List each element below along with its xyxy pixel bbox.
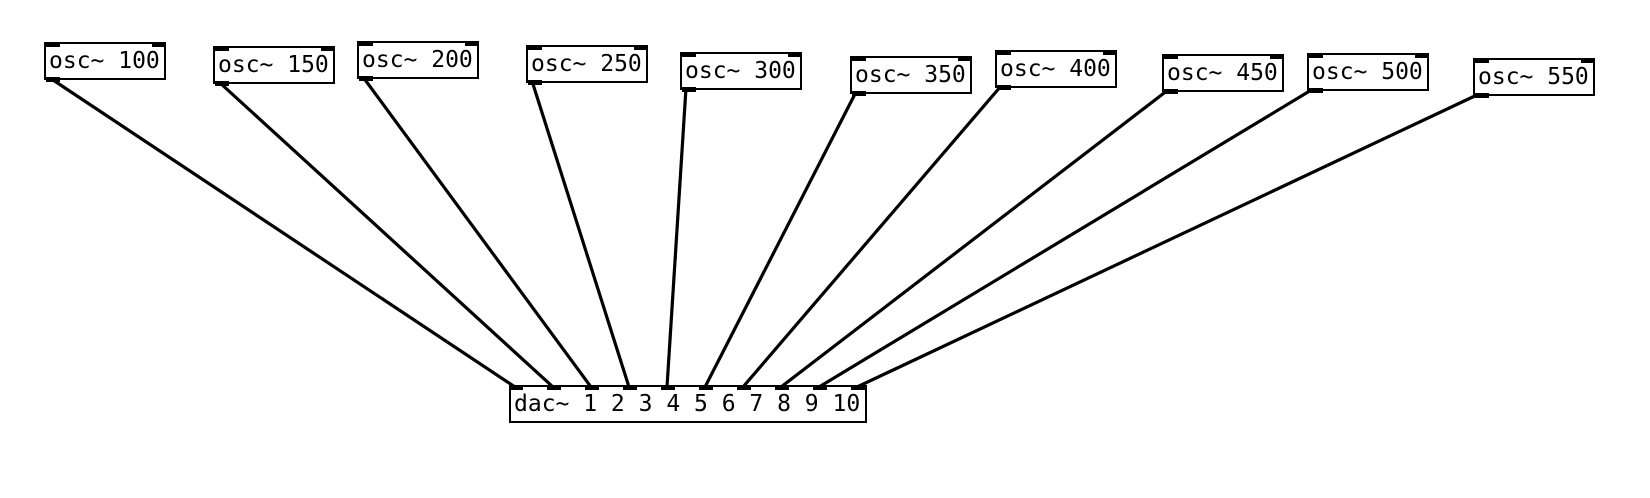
patch-cord[interactable]	[741, 84, 1003, 389]
outlet[interactable]	[997, 85, 1011, 90]
outlet[interactable]	[46, 77, 60, 82]
inlet[interactable]	[1309, 53, 1323, 58]
osc-object[interactable]: osc~ 450	[1162, 54, 1284, 94]
osc-object[interactable]: osc~ 200	[357, 41, 479, 81]
patch-cord[interactable]	[856, 92, 1480, 389]
dac-inlet[interactable]	[775, 385, 789, 390]
osc-object[interactable]: osc~ 400	[995, 50, 1117, 90]
osc-object-label: osc~ 350	[855, 62, 966, 88]
dac-inlet[interactable]	[623, 385, 637, 390]
osc-object-label: osc~ 300	[685, 58, 796, 84]
inlet[interactable]	[1581, 58, 1595, 63]
inlet[interactable]	[997, 50, 1011, 55]
inlet[interactable]	[1164, 54, 1178, 59]
outlet[interactable]	[682, 87, 696, 92]
dac-inlet[interactable]	[585, 385, 599, 390]
osc-object[interactable]: osc~ 300	[680, 52, 802, 92]
osc-object[interactable]: osc~ 100	[44, 42, 166, 82]
osc-object-label: osc~ 400	[1000, 56, 1111, 82]
inlet[interactable]	[152, 42, 166, 47]
inlet[interactable]	[528, 45, 542, 50]
outlet[interactable]	[1475, 93, 1489, 98]
dac-inlet[interactable]	[661, 385, 675, 390]
patch-cord[interactable]	[361, 76, 593, 388]
dac-object-label: dac~ 1 2 3 4 5 6 7 8 9 10	[514, 391, 861, 417]
patch-cord[interactable]	[49, 76, 516, 389]
patch-cord[interactable]	[703, 91, 858, 388]
inlet[interactable]	[321, 46, 335, 51]
osc-object-label: osc~ 550	[1478, 64, 1589, 90]
outlet[interactable]	[528, 80, 542, 85]
osc-object-label: osc~ 250	[531, 51, 642, 77]
dac-inlet[interactable]	[509, 385, 523, 390]
patch-cord[interactable]	[665, 87, 688, 388]
dac-object[interactable]: dac~ 1 2 3 4 5 6 7 8 9 10	[509, 385, 867, 423]
dac-inlet[interactable]	[851, 385, 865, 390]
inlet[interactable]	[1103, 50, 1117, 55]
inlet[interactable]	[215, 46, 229, 51]
dac-inlet[interactable]	[699, 385, 713, 390]
inlet[interactable]	[634, 45, 648, 50]
inlet[interactable]	[682, 52, 696, 57]
osc-object-label: osc~ 150	[218, 52, 329, 78]
dac-inlet[interactable]	[813, 385, 827, 390]
patch-cord[interactable]	[818, 87, 1314, 389]
outlet[interactable]	[852, 91, 866, 96]
osc-object[interactable]: osc~ 250	[526, 45, 648, 85]
patch-cord[interactable]	[530, 80, 631, 388]
osc-object-label: osc~ 450	[1167, 60, 1278, 86]
dac-inlet[interactable]	[737, 385, 751, 390]
outlet[interactable]	[215, 81, 229, 86]
inlet[interactable]	[958, 56, 972, 61]
inlet[interactable]	[1270, 54, 1284, 59]
outlet[interactable]	[359, 76, 373, 81]
inlet[interactable]	[1475, 58, 1489, 63]
osc-object[interactable]: osc~ 500	[1307, 53, 1429, 93]
osc-object[interactable]: osc~ 350	[850, 56, 972, 96]
outlet[interactable]	[1164, 89, 1178, 94]
inlet[interactable]	[788, 52, 802, 57]
inlet[interactable]	[465, 41, 479, 46]
patch-cord[interactable]	[217, 80, 555, 389]
dac-inlet[interactable]	[547, 385, 561, 390]
osc-object-label: osc~ 100	[49, 48, 160, 74]
osc-object-label: osc~ 500	[1312, 59, 1423, 85]
inlet[interactable]	[46, 42, 60, 47]
osc-object[interactable]: osc~ 150	[213, 46, 335, 86]
inlet[interactable]	[852, 56, 866, 61]
outlet[interactable]	[1309, 88, 1323, 93]
inlet[interactable]	[359, 41, 373, 46]
inlet[interactable]	[1415, 53, 1429, 58]
osc-object-label: osc~ 200	[362, 47, 473, 73]
osc-object[interactable]: osc~ 550	[1473, 58, 1595, 98]
patch-cord[interactable]	[780, 88, 1169, 389]
